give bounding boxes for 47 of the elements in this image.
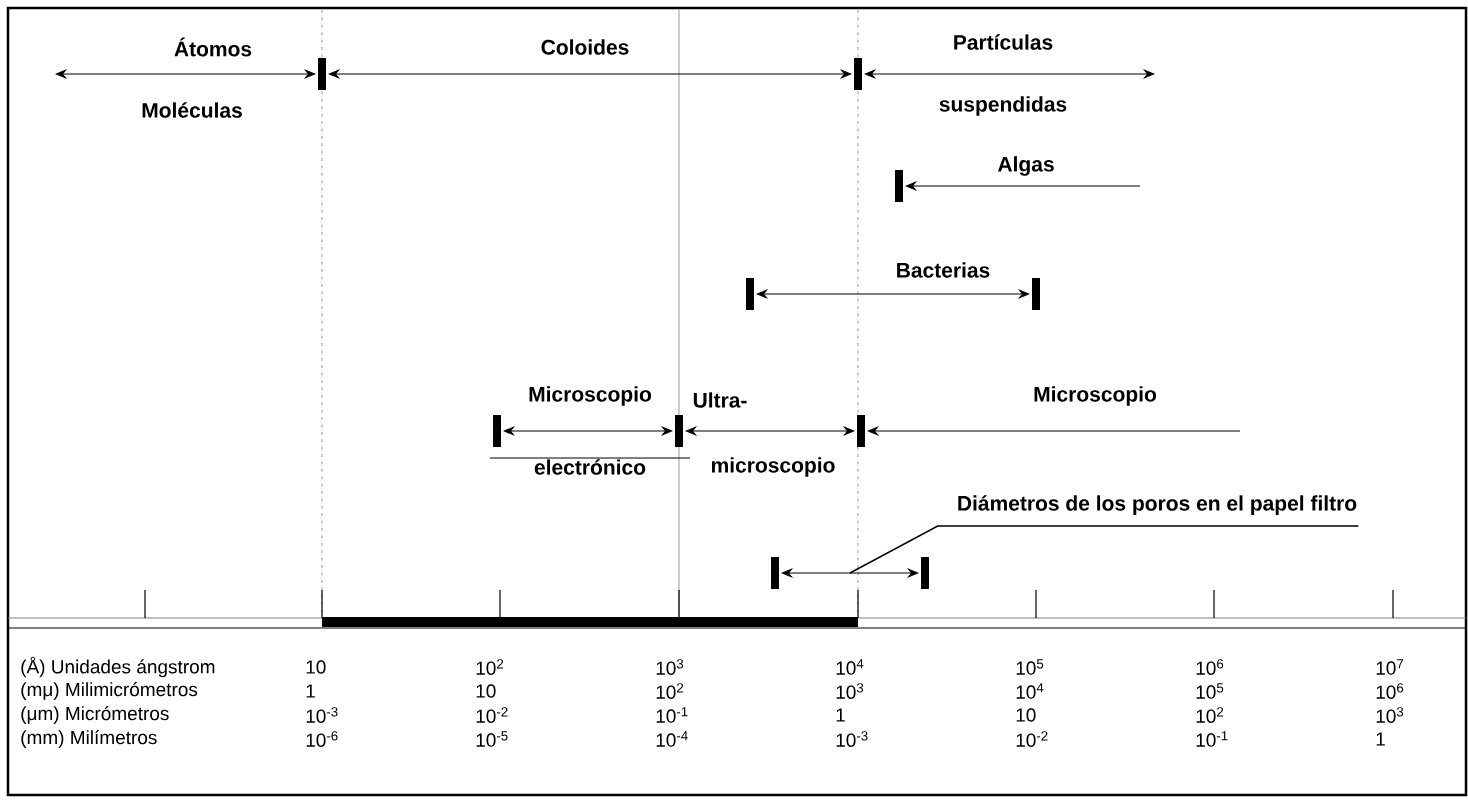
table-value: 10$^{-5}$ (476, 731, 508, 747)
range-label: Átomos (174, 37, 252, 57)
table-value: 10 (1016, 708, 1036, 722)
table-value: 10$^{6}$ (1196, 659, 1224, 675)
leader-line (849, 525, 1360, 574)
range-label: Microscopio (529, 386, 652, 406)
row-label: (Å) Unidades ángstrom (21, 656, 215, 678)
table-value: 10$^{3}$ (1376, 707, 1404, 723)
row-label: (mm) Milímetros (21, 730, 157, 748)
table-value: 1 (1376, 732, 1385, 746)
table-value: 1 (836, 708, 845, 722)
table-value: 10$^{-3}$ (306, 707, 338, 723)
table-value: 10$^{3}$ (836, 683, 864, 699)
table-value: 10$^{-6}$ (306, 731, 338, 747)
table-value: 10$^{-1}$ (1196, 731, 1228, 747)
table-value: 10 (476, 684, 496, 698)
range-label: Microscopio (1034, 386, 1157, 406)
range-label: suspendidas (939, 96, 1067, 116)
range-label: Algas (997, 156, 1054, 176)
table-value: 1 (306, 684, 315, 698)
table-value: 10$^{7}$ (1376, 659, 1404, 675)
range-label: Coloides (541, 39, 629, 55)
range-label: microscopio (711, 457, 835, 477)
table-value: 10$^{-3}$ (836, 731, 868, 747)
table-value: 10$^{4}$ (1016, 683, 1044, 699)
range-label: Partículas (954, 34, 1053, 50)
range-label: Ultra- (693, 392, 747, 408)
table-value: 10 (306, 660, 326, 674)
table-value: 10$^{4}$ (836, 659, 864, 675)
table-value: 10$^{-4}$ (656, 731, 688, 747)
table-value: 10$^{5}$ (1016, 659, 1044, 675)
range-label: electrónico (534, 459, 646, 475)
table-value: 10$^{2}$ (1196, 707, 1224, 723)
table-value: 10$^{-2}$ (1016, 731, 1048, 747)
range-label: Bacterias (897, 262, 990, 278)
callout-text: Diámetros de los poros en el papel filtro (958, 495, 1357, 515)
table-value: 10$^{-1}$ (656, 707, 688, 723)
table-value: 10$^{2}$ (476, 659, 504, 675)
pore-range-marker (771, 557, 929, 589)
row-label: (mμ) Milimicrómetros (21, 682, 198, 700)
table-value: 10$^{-2}$ (476, 707, 508, 723)
table-value: 10$^{3}$ (656, 659, 684, 675)
table-value: 10$^{5}$ (1196, 683, 1224, 699)
table-value: 10$^{2}$ (656, 683, 684, 699)
range-label: Moléculas (142, 102, 242, 118)
table-value: 10$^{6}$ (1376, 683, 1404, 699)
row-label: (μm) Micrómetros (21, 706, 169, 724)
